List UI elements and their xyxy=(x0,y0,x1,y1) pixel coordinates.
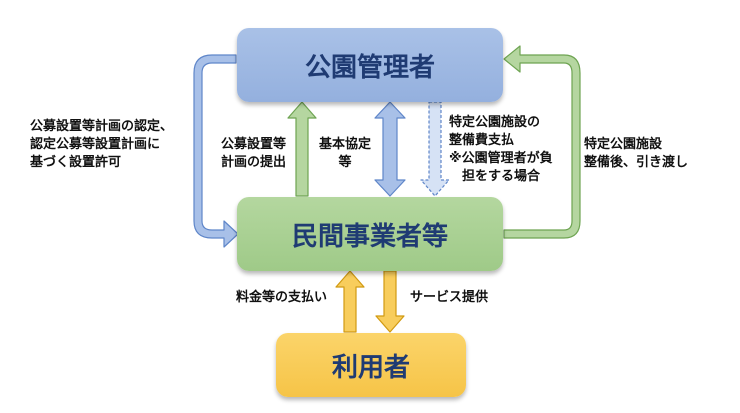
arrow-permit xyxy=(193,54,239,248)
user-box: 利用者 xyxy=(276,333,466,397)
arrow-plan-submission xyxy=(287,101,317,197)
basic-agreement-label: 基本協定 等 xyxy=(319,137,372,170)
arrow-basic-agreement xyxy=(374,101,406,197)
arrow-fee-payment xyxy=(335,270,365,333)
arrow-handover xyxy=(503,45,581,239)
park-admin-box: 公園管理者 xyxy=(237,28,503,102)
service-provision-label: サービス提供 xyxy=(410,290,489,305)
arrow-service-provision xyxy=(375,270,405,333)
facility-cost-payment-label: 特定公園施設の 整備費支払 ※公園管理者が負 担をする場合 xyxy=(449,115,553,184)
permit-label: 公募設置等計画の認定、 認定公募等設置計画に 基づく設置許可 xyxy=(30,119,174,170)
plan-submission-label: 公募設置等 計画の提出 xyxy=(221,137,287,170)
private-operator-box: 民間事業者等 xyxy=(237,197,503,271)
fee-payment-label: 料金等の支払い xyxy=(236,290,328,305)
handover-label: 特定公園施設 整備後、引き渡し xyxy=(584,137,689,170)
arrow-facility-cost-payment xyxy=(420,101,450,197)
